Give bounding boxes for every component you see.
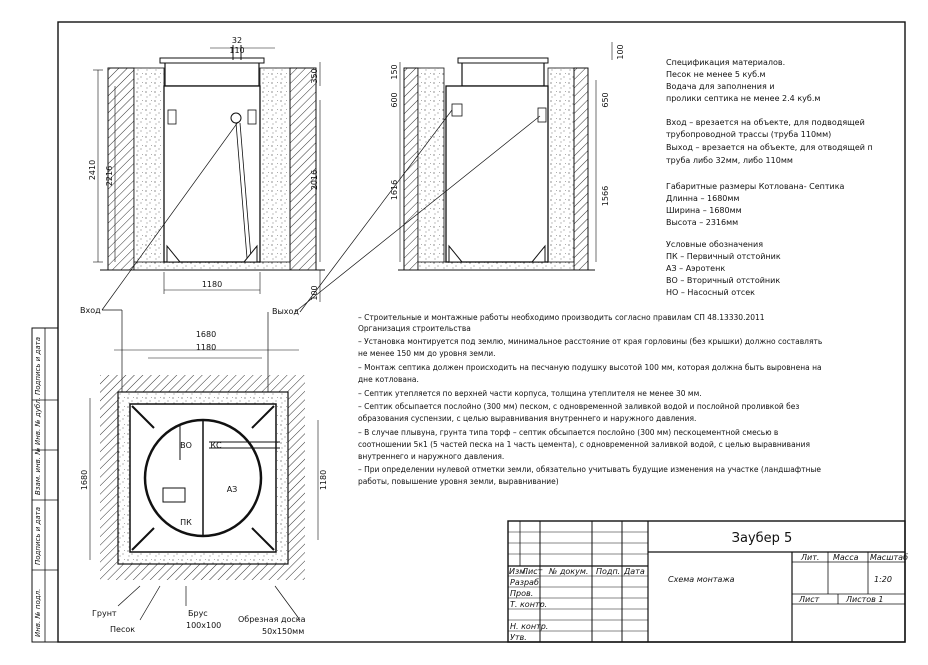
- tb-prov: Пров.: [510, 589, 533, 598]
- note-line: – В случае плывуна, грунта типа торф – с…: [358, 428, 778, 437]
- dim-110: 110: [229, 46, 244, 55]
- side-stamp-1: Подпись и дата: [34, 337, 42, 395]
- tb-doc: № докум.: [548, 567, 588, 576]
- section-view-left: 2410 2216 2016 350 100 1180 32 110: [88, 36, 325, 302]
- dim-plan-right-1180: 1180: [319, 470, 328, 490]
- dim-1616: 1616: [390, 180, 399, 200]
- label-soil: Грунт: [92, 609, 117, 618]
- note-line: – Септик обсыпается послойно (300 мм) пе…: [358, 402, 799, 411]
- tb-scale: 1:20: [874, 575, 892, 584]
- label-board-size: 50х150мм: [262, 627, 304, 636]
- dim-350: 350: [310, 68, 319, 83]
- dim-2216: 2216: [105, 166, 114, 186]
- plan-view: ВО КС АЗ ПК 1680 1180 1680 1180 Грунт Пе…: [80, 330, 328, 636]
- note-line: не менее 150 мм до уровня земли.: [358, 349, 496, 358]
- spec-line: труба либо 32мм, либо 110мм: [666, 156, 793, 165]
- product-name: Заубер 5: [732, 531, 793, 546]
- spec-line: Условные обозначения: [666, 240, 763, 249]
- tb-date: Дата: [623, 567, 645, 576]
- tb-sheet: Лист: [798, 595, 820, 604]
- side-stamps: Подпись и дата Инв. № дубл. Взам. инв. №…: [34, 337, 42, 637]
- sand-backfill-left: [133, 67, 165, 271]
- spec-line: Спецификация материалов.: [666, 58, 785, 67]
- dim-2410: 2410: [88, 160, 97, 180]
- label-outlet: Выход: [272, 307, 299, 316]
- dim-32: 32: [232, 36, 242, 45]
- label-inlet: Вход: [80, 306, 101, 315]
- note-line: – Монтаж септика должен происходить на п…: [358, 363, 822, 372]
- note-line: соотношении 5к1 (5 частей песка на 1 час…: [358, 440, 810, 449]
- sand-cushion: [133, 261, 291, 271]
- drawing-title: Схема монтажа: [668, 575, 735, 584]
- dim-2016: 2016: [310, 170, 319, 190]
- dim-150: 150: [390, 64, 399, 79]
- note-line: – При определении нулевой отметки земли,…: [358, 465, 821, 474]
- spec-line: Ширина – 1680мм: [666, 206, 742, 215]
- note-line: дне котлована.: [358, 375, 419, 384]
- note-line: – Септик утепляется по верхней части кор…: [358, 389, 702, 398]
- specification: Спецификация материалов. Песок не менее …: [666, 58, 873, 297]
- spec-line: Вход – врезается на объекте, для подводя…: [666, 118, 865, 127]
- tb-izm: Изм.: [509, 567, 528, 576]
- spec-line: Выход – врезается на объекте, для отводя…: [666, 143, 873, 152]
- dim-plan-1680: 1680: [196, 330, 216, 339]
- soil-wall-right: [289, 67, 317, 271]
- tb-tkontr: Т. контр.: [510, 600, 547, 609]
- spec-line: АЗ – Аэротенк: [666, 264, 725, 273]
- side-stamp-3: Взам. инв. №: [34, 447, 42, 495]
- spec-line: Длинна – 1680мм: [666, 194, 739, 203]
- tb-utv: Утв.: [510, 633, 527, 642]
- tb-list: Лист: [521, 567, 543, 576]
- dim-plan-1180: 1180: [196, 343, 216, 352]
- spec-line: ПК – Первичный отстойник: [666, 252, 781, 261]
- spec-line: пролики септика не менее 2.4 куб.м: [666, 94, 820, 103]
- label-vo: ВО: [180, 441, 192, 450]
- spec-line: Водача для заполнения и: [666, 82, 775, 91]
- spec-line: ВО – Вторичный отстойник: [666, 276, 780, 285]
- side-stamp-5: Инв. № подл.: [34, 589, 42, 637]
- tb-razrab: Разраб.: [510, 578, 541, 587]
- spec-line: трубопроводной трассы (труба 110мм): [666, 130, 831, 139]
- label-a3: АЗ: [227, 485, 238, 494]
- label-board: Обрезная доска: [238, 615, 306, 624]
- note-line: – Установка монтируется под землю, миним…: [358, 337, 822, 346]
- tb-scale-head: Масштаб: [870, 553, 908, 562]
- section-view-right: 150 600 1616 100 650 1566: [390, 42, 625, 271]
- note-line: работы, повышение уровня земли, выравнив…: [358, 477, 559, 486]
- dim-650: 650: [601, 92, 610, 107]
- note-line: внутреннего и наружного давления.: [358, 452, 504, 461]
- dim-600: 600: [390, 92, 399, 107]
- note-line: – Строительные и монтажные работы необхо…: [358, 313, 765, 322]
- label-sand: Песок: [110, 625, 135, 634]
- dim-1180-section: 1180: [202, 280, 222, 289]
- sand-backfill-right: [259, 67, 291, 271]
- side-stamp-2: Инв. № дубл.: [34, 397, 42, 445]
- dim-1566: 1566: [601, 186, 610, 206]
- side-stamp-4: Подпись и дата: [34, 507, 42, 565]
- tb-lit: Лит.: [800, 553, 819, 562]
- installation-notes: – Строительные и монтажные работы необхо…: [358, 313, 822, 486]
- note-line: Организация строительства: [358, 324, 471, 333]
- tb-nkontr: Н. контр.: [510, 622, 548, 631]
- tb-mass: Масса: [833, 553, 859, 562]
- spec-line: НО – Насосный отсек: [666, 288, 755, 297]
- title-block: Заубер 5 Схема монтажа Изм. Лист № докум…: [507, 520, 908, 643]
- dim-100-right: 100: [616, 44, 625, 59]
- spec-line: Габаритные размеры Котлована- Септика: [666, 182, 845, 191]
- spec-line: Песок не менее 5 куб.м: [666, 70, 766, 79]
- septic-lid: [159, 57, 265, 64]
- dim-plan-left-1680: 1680: [80, 470, 89, 490]
- septic-body: [163, 85, 261, 263]
- label-beam-size: 100х100: [186, 621, 221, 630]
- septic-neck: [164, 61, 260, 87]
- label-pk: ПК: [180, 518, 192, 527]
- tb-sheets: Листов 1: [845, 595, 884, 604]
- tb-sign: Подп.: [596, 567, 620, 576]
- label-beam: Брус: [188, 609, 208, 618]
- label-ks: КС: [210, 441, 222, 450]
- spec-line: Высота – 2316мм: [666, 218, 738, 227]
- note-line: образования суспензии, с целью выравнива…: [358, 414, 696, 423]
